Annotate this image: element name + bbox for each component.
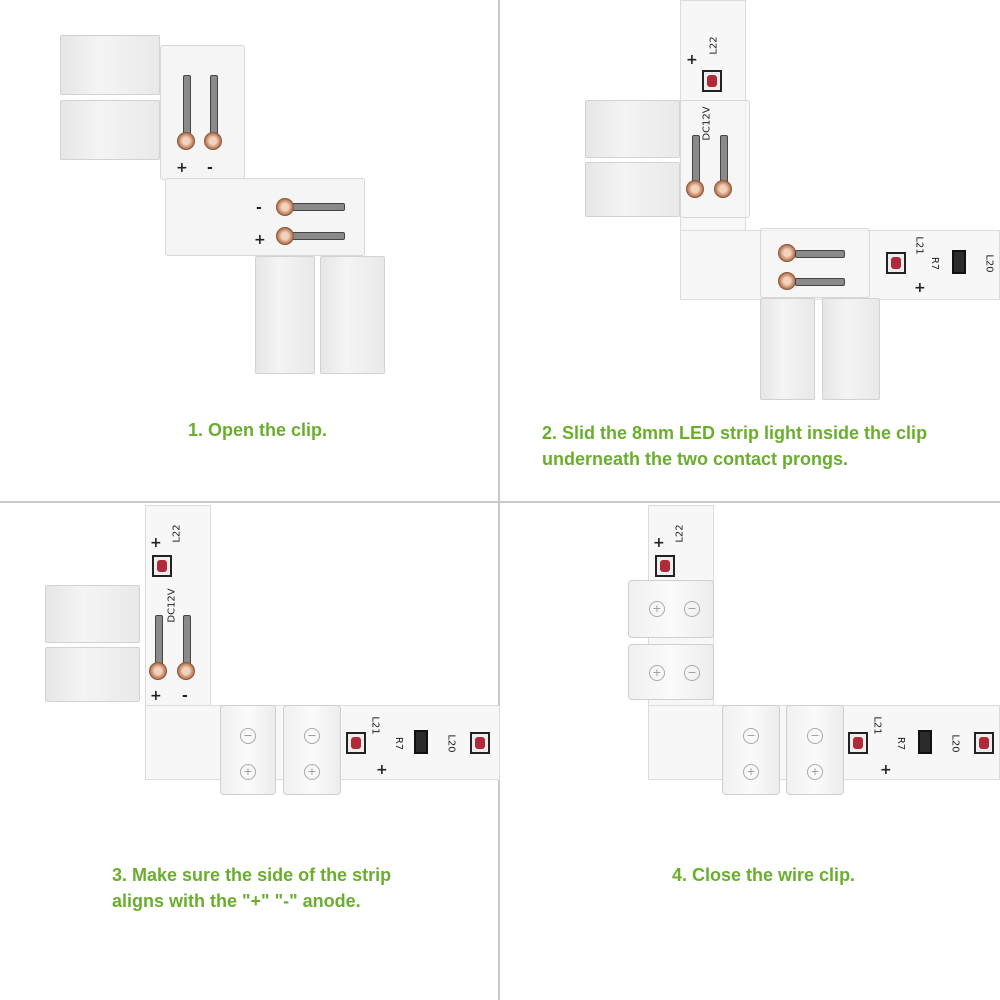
- contact-prong: [795, 250, 845, 258]
- clip-tab: [320, 256, 385, 374]
- minus-marking: -: [182, 688, 188, 704]
- minus-symbol-icon: −: [807, 728, 823, 744]
- resistor: [952, 250, 966, 274]
- plus-symbol-icon: +: [649, 601, 665, 617]
- contact-pad: [177, 132, 195, 150]
- contact-pad: [177, 662, 195, 680]
- plus-marking: +: [254, 232, 266, 248]
- vertical-divider: [498, 0, 500, 1000]
- horizontal-divider: [0, 501, 1000, 503]
- plus-marking: +: [150, 688, 162, 704]
- contact-prong: [720, 135, 728, 185]
- clip-tab: [60, 100, 160, 160]
- contact-pad: [714, 180, 732, 198]
- contact-prong: [795, 278, 845, 286]
- led-chip: [848, 732, 868, 754]
- clip-tab: [760, 298, 815, 400]
- led-chip: [152, 555, 172, 577]
- clip-base: [160, 45, 245, 180]
- plus-marking: +: [176, 160, 188, 176]
- strip-label: L20: [949, 734, 961, 753]
- closed-clip: −+: [283, 705, 341, 795]
- step-4-caption: 4. Close the wire clip.: [672, 865, 856, 885]
- plus-marking: +: [150, 535, 162, 551]
- closed-clip: +−: [628, 580, 714, 638]
- clip-base: [760, 228, 870, 298]
- minus-marking: -: [207, 160, 213, 176]
- clip-tab: [585, 162, 680, 217]
- contact-prong: [285, 232, 345, 240]
- minus-symbol-icon: −: [684, 665, 700, 681]
- clip-base: [165, 178, 365, 256]
- contact-pad: [686, 180, 704, 198]
- clip-tab: [822, 298, 880, 400]
- plus-marking: +: [686, 52, 698, 68]
- step-3-caption-line-1: 3. Make sure the side of the strip: [112, 865, 392, 885]
- minus-symbol-icon: −: [304, 728, 320, 744]
- step-2-caption-line-1: 2. Slid the 8mm LED strip light inside t…: [542, 423, 928, 443]
- strip-label: L20: [445, 734, 457, 753]
- strip-label: R7: [895, 736, 907, 751]
- led-chip: [974, 732, 994, 754]
- step-3-caption-line-2: aligns with the "+" "-" anode.: [112, 891, 361, 911]
- contact-pad: [778, 272, 796, 290]
- led-chip: [886, 252, 906, 274]
- led-chip: [346, 732, 366, 754]
- strip-label: L22: [708, 36, 720, 55]
- minus-marking: -: [256, 200, 262, 216]
- contact-pad: [276, 198, 294, 216]
- plus-marking: +: [914, 280, 926, 296]
- strip-label: R7: [393, 736, 405, 751]
- plus-symbol-icon: +: [649, 665, 665, 681]
- plus-marking: +: [880, 762, 892, 778]
- contact-pad: [778, 244, 796, 262]
- plus-symbol-icon: +: [304, 764, 320, 780]
- clip-tab: [45, 647, 140, 702]
- closed-clip: −+: [786, 705, 844, 795]
- strip-label: L22: [674, 524, 686, 543]
- resistor: [918, 730, 932, 754]
- led-chip: [470, 732, 490, 754]
- contact-prong: [155, 615, 163, 665]
- minus-symbol-icon: −: [684, 601, 700, 617]
- led-chip: [702, 70, 722, 92]
- contact-prong: [210, 75, 218, 135]
- plus-symbol-icon: +: [240, 764, 256, 780]
- contact-pad: [204, 132, 222, 150]
- plus-marking: +: [376, 762, 388, 778]
- clip-tab: [585, 100, 680, 158]
- contact-prong: [183, 75, 191, 135]
- plus-marking: +: [653, 535, 665, 551]
- plus-symbol-icon: +: [743, 764, 759, 780]
- strip-label: L21: [369, 716, 381, 735]
- contact-prong: [692, 135, 700, 185]
- closed-clip: −+: [220, 705, 276, 795]
- step-2-caption-line-2: underneath the two contact prongs.: [542, 449, 849, 469]
- clip-base: [680, 100, 750, 218]
- contact-prong: [285, 203, 345, 211]
- strip-label: L22: [171, 524, 183, 543]
- led-chip: [655, 555, 675, 577]
- strip-label: R7: [929, 256, 941, 271]
- contact-pad: [276, 227, 294, 245]
- strip-label: L21: [871, 716, 883, 735]
- minus-symbol-icon: −: [240, 728, 256, 744]
- minus-symbol-icon: −: [743, 728, 759, 744]
- strip-label: DC12V: [701, 106, 713, 141]
- clip-tab: [45, 585, 140, 643]
- strip-label: DC12V: [166, 588, 178, 623]
- closed-clip: +−: [628, 644, 714, 700]
- clip-tab: [60, 35, 160, 95]
- step-1-caption: 1. Open the clip.: [188, 420, 328, 440]
- contact-prong: [183, 615, 191, 665]
- contact-pad: [149, 662, 167, 680]
- resistor: [414, 730, 428, 754]
- clip-tab: [255, 256, 315, 374]
- closed-clip: −+: [722, 705, 780, 795]
- plus-symbol-icon: +: [807, 764, 823, 780]
- strip-label: L20: [983, 254, 995, 273]
- strip-label: L21: [913, 236, 925, 255]
